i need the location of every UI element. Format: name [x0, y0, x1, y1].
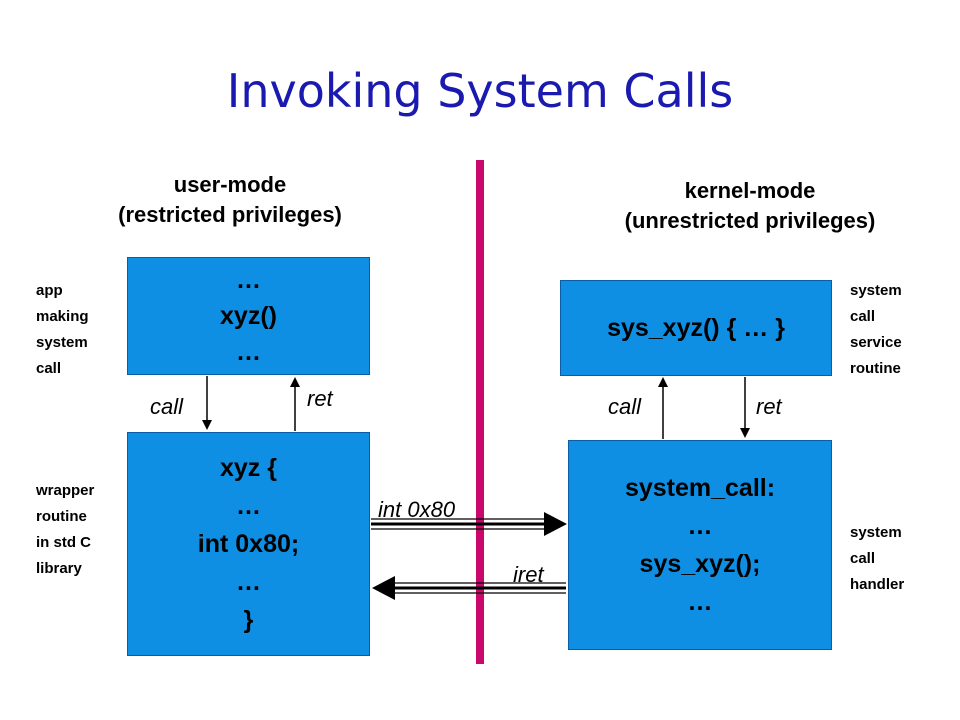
kernel-mode-privileges: (unrestricted privileges): [624, 208, 876, 233]
user-mode-label: user-mode: [173, 172, 287, 197]
note-line: wrapper: [36, 482, 95, 499]
box-line: …: [236, 266, 261, 294]
note-line: system: [36, 334, 88, 351]
iret-arrow: [372, 576, 566, 600]
box-line: xyz(): [220, 302, 277, 330]
note-line: system: [850, 524, 902, 541]
int-label: int 0x80: [378, 497, 456, 522]
box-line: xyz {: [220, 454, 277, 482]
mode-divider: [476, 160, 484, 664]
note-line: making: [36, 308, 89, 325]
note-line: routine: [36, 508, 87, 525]
handler-box: system_call: … sys_xyz(); …: [568, 440, 832, 650]
right-ret-label: ret: [756, 394, 782, 419]
note-line: call: [850, 308, 876, 325]
box-line: system_call:: [624, 474, 776, 502]
right-call-label: call: [608, 394, 642, 419]
note-line: library: [36, 560, 82, 577]
box-line: …: [236, 492, 261, 520]
box-line: int 0x80;: [197, 530, 300, 558]
box-line: …: [236, 338, 261, 366]
page-title: Invoking System Calls: [226, 64, 734, 118]
box-line: …: [236, 568, 261, 596]
box-line: sys_xyz() { … }: [607, 313, 785, 342]
left-ret-label: ret: [307, 386, 333, 411]
note-line: call: [36, 360, 62, 377]
box-line: …: [687, 588, 713, 616]
note-line: call: [850, 550, 876, 567]
wrapper-note: wrapper routine in std C library: [36, 478, 94, 582]
int-arrow: [371, 512, 567, 536]
user-mode-heading: user-mode (restricted privileges): [110, 170, 350, 230]
left-call-label: call: [150, 394, 184, 419]
note-line: system: [850, 282, 902, 299]
note-line: routine: [850, 360, 901, 377]
kernel-mode-heading: kernel-mode (unrestricted privileges): [580, 176, 920, 236]
app-box: … xyz() …: [127, 257, 370, 375]
user-mode-privileges: (restricted privileges): [118, 202, 342, 227]
service-routine-box: sys_xyz() { … }: [560, 280, 832, 376]
iret-label: iret: [513, 562, 544, 587]
note-line: app: [36, 282, 63, 299]
box-line: …: [687, 512, 713, 540]
box-line: sys_xyz();: [639, 550, 761, 578]
wrapper-box: xyz { … int 0x80; … }: [127, 432, 370, 656]
note-line: in std C: [36, 534, 91, 551]
kernel-mode-label: kernel-mode: [684, 178, 816, 203]
note-line: handler: [850, 576, 905, 593]
app-note: app making system call: [36, 278, 89, 382]
note-line: service: [850, 334, 902, 351]
box-line: }: [243, 606, 254, 634]
handler-note: system call handler: [850, 520, 904, 598]
service-note: system call service routine: [850, 278, 902, 382]
